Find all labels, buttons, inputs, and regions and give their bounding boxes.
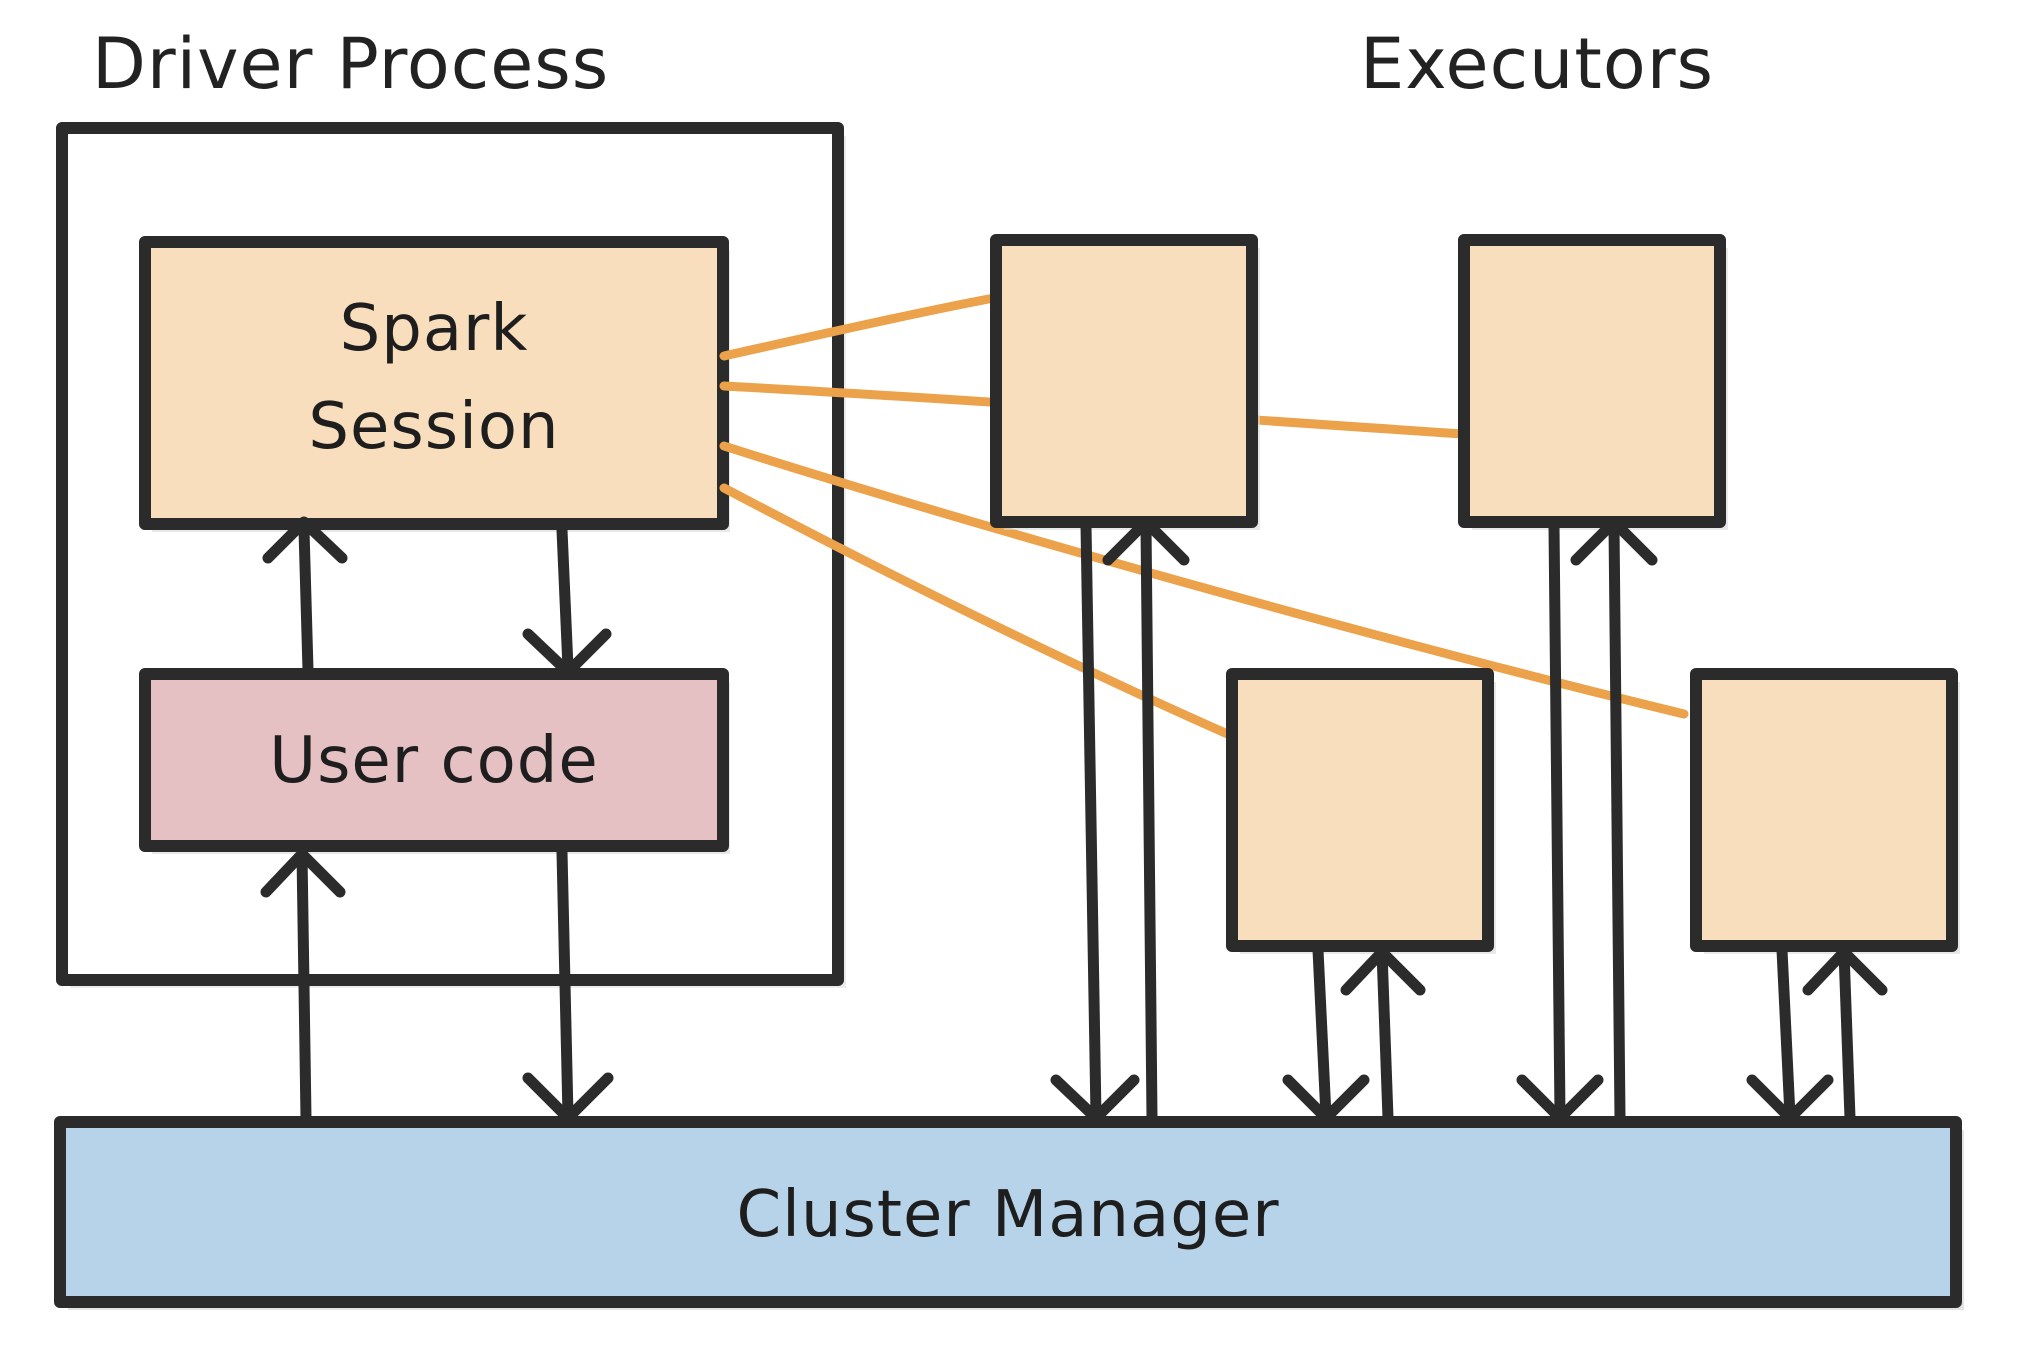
cluster-to-executor-3-arrow [1340, 946, 1426, 1124]
user-code-box [139, 668, 729, 852]
user-code-to-session-arrow [262, 516, 348, 676]
link-to-executor-3 [719, 483, 1237, 741]
executor-1-box [990, 234, 1258, 528]
executor-4 [1690, 668, 1960, 954]
executor-4-box [1690, 668, 1958, 952]
link-to-executor-1 [719, 293, 999, 361]
executor-1-to-cluster-arrow [1050, 520, 1140, 1124]
executor-2-to-cluster-arrow [1516, 520, 1604, 1124]
cluster-manager-box [54, 1116, 1962, 1308]
executor-1 [990, 234, 1260, 530]
executor-2 [1458, 234, 1728, 530]
spark-session-box [139, 236, 729, 530]
executor-2-box [1458, 234, 1726, 528]
driver-process-title: Driver Process [92, 23, 609, 105]
cluster-to-executor-1-arrow [1102, 516, 1190, 1124]
spark-session-label-line1: Spark [340, 292, 529, 366]
cluster-to-executor-2-arrow [1570, 516, 1658, 1124]
cluster-manager-label: Cluster Manager [736, 1178, 1279, 1252]
executor-3-box [1226, 668, 1494, 952]
executor-3 [1226, 668, 1496, 954]
spark-session-label-line2: Session [308, 390, 559, 464]
cluster-to-user-code-arrow [260, 848, 346, 1124]
user-code-label: User code [269, 724, 599, 798]
executor-4-to-cluster-arrow [1746, 944, 1834, 1124]
session-to-user-code-arrow [522, 524, 612, 678]
executor-3-to-cluster-arrow [1282, 944, 1370, 1124]
user-code-to-cluster-arrow [522, 846, 614, 1124]
cluster-to-executor-4-arrow [1802, 946, 1888, 1124]
executors-title: Executors [1360, 23, 1714, 105]
